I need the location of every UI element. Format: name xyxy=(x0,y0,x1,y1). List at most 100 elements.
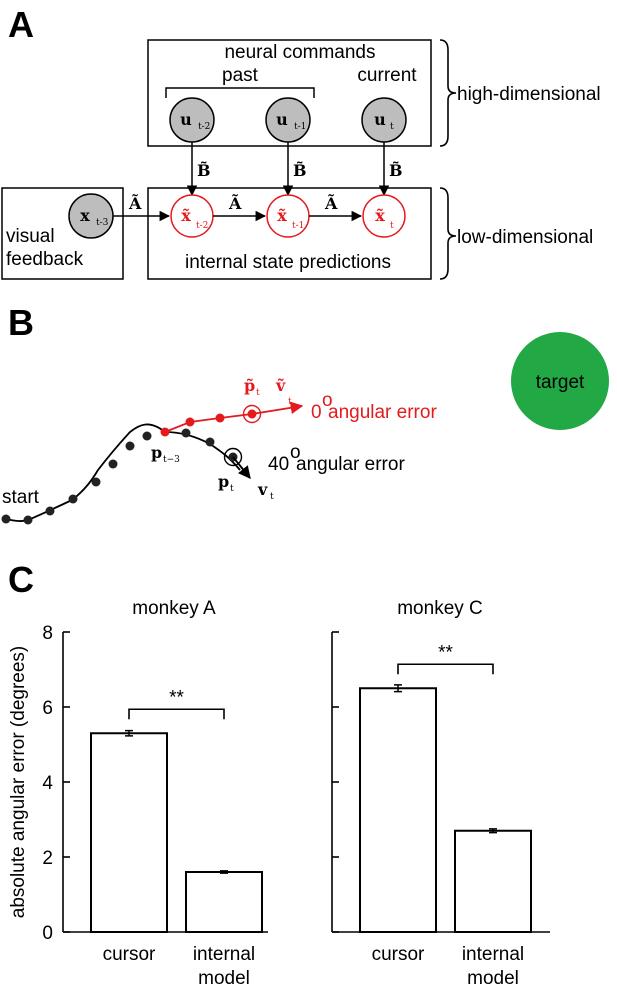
x-tick-label: internal xyxy=(193,944,255,965)
significance-stars: ** xyxy=(438,642,453,663)
p-t-3-sub: t−3 xyxy=(163,455,180,465)
zero-error-degree: o xyxy=(322,390,333,411)
current-label: current xyxy=(357,65,417,86)
target-label: target xyxy=(536,372,585,393)
panel-letter-a: A xyxy=(8,4,34,45)
bar xyxy=(454,829,532,933)
brace-low xyxy=(439,187,457,280)
y-axis-label: absolute angular error (degrees) xyxy=(8,646,29,919)
matrix-b-1: B̃ xyxy=(197,161,211,180)
v-t-sub: t xyxy=(270,492,274,502)
trajectory-dot xyxy=(142,431,152,441)
trajectory-dot xyxy=(125,441,135,451)
high-dim-label: high-dimensional xyxy=(457,84,601,105)
trajectory-dot xyxy=(45,506,55,516)
p-tilde-symbol: p̃ xyxy=(244,376,255,395)
matrix-b-3: B̃ xyxy=(389,161,403,180)
velocity-arrow xyxy=(232,456,251,479)
node-xt-t: x̃ t xyxy=(362,194,406,238)
trajectory-dot xyxy=(205,437,215,447)
node-x-t-3: x t-3 xyxy=(68,193,114,239)
brace-high xyxy=(439,39,457,147)
p-t-3-symbol: p xyxy=(151,443,162,462)
trajectory-dot xyxy=(68,494,78,504)
trajectory-dot xyxy=(1,514,11,524)
trajectory-path xyxy=(5,423,241,522)
y-tick-label: 0 xyxy=(42,923,53,944)
trajectory-dots xyxy=(1,428,238,525)
node-u-t-symbol: u xyxy=(374,110,386,129)
internal-state-box xyxy=(147,187,432,280)
y-tick-label: 8 xyxy=(42,623,53,644)
node-xt-t-sub: t xyxy=(390,221,394,231)
forty-error-text: angular error xyxy=(296,454,405,475)
v-t-symbol: v xyxy=(257,480,268,499)
matrix-b-2: B̃ xyxy=(293,161,307,180)
v-tilde-sub: t xyxy=(288,397,292,407)
trajectory-dot xyxy=(181,428,191,438)
node-u-t-1: u t-1 xyxy=(265,97,311,143)
past-bracket xyxy=(165,87,315,98)
node-u-t-1-symbol: u xyxy=(276,110,288,129)
node-x-symbol: x xyxy=(80,206,90,225)
feedback-label: feedback xyxy=(6,249,84,270)
matrix-a-2: Ã xyxy=(228,192,242,213)
x-tick-label: model xyxy=(198,968,250,989)
current-position-ring xyxy=(223,447,243,467)
low-dim-label: low-dimensional xyxy=(457,227,593,248)
past-label: past xyxy=(222,65,259,86)
matrix-a-1: Ã xyxy=(128,192,142,213)
significance-stars: ** xyxy=(169,687,184,708)
visual-label: visual xyxy=(6,226,55,247)
bar xyxy=(359,687,437,933)
node-xt-t-symbol: x̃ xyxy=(375,206,385,225)
bar xyxy=(90,732,168,933)
node-xt-t-2-sub: t-2 xyxy=(196,221,208,231)
neural-commands-label: neural commands xyxy=(224,42,375,63)
prediction-path xyxy=(164,413,253,433)
p-tilde-sub: t xyxy=(256,388,260,398)
prediction-dot xyxy=(185,417,195,427)
y-tick-label: 4 xyxy=(42,773,53,794)
x-tick-label: internal xyxy=(462,944,524,965)
predicted-position-ring xyxy=(242,404,262,424)
node-xt-t-2: x̃ t-2 xyxy=(170,194,214,238)
forty-error-degree: o xyxy=(290,442,301,463)
neural-commands-box xyxy=(147,39,432,147)
panel-letter-b: B xyxy=(8,302,34,343)
internal-state-label: internal state predictions xyxy=(185,252,391,273)
x-tick-label: cursor xyxy=(372,944,425,965)
node-u-t: u t xyxy=(361,97,407,143)
prediction-dot xyxy=(160,427,170,437)
node-xt-t-1-sub: t-1 xyxy=(292,221,304,231)
y-tick-label: 6 xyxy=(42,698,53,719)
x-tick-label: model xyxy=(467,968,519,989)
zero-error-value: 0 xyxy=(311,402,322,423)
x-tick-label: cursor xyxy=(103,944,156,965)
node-xt-t-1-symbol: x̃ xyxy=(277,206,287,225)
panel-letter-c: C xyxy=(8,559,34,600)
v-tilde-symbol: ṽ xyxy=(275,376,286,395)
significance-bracket xyxy=(397,663,494,675)
chart-title: monkey C xyxy=(397,598,483,619)
bar xyxy=(185,871,263,933)
target-circle xyxy=(511,332,609,430)
start-label: start xyxy=(2,487,40,508)
node-xt-t-2-symbol: x̃ xyxy=(181,206,191,225)
predicted-velocity-arrow xyxy=(251,401,304,415)
matrix-a-3: Ã xyxy=(324,192,338,213)
visual-feedback-box xyxy=(1,187,124,280)
node-x-sub: t-3 xyxy=(96,218,109,228)
significance-bracket xyxy=(128,708,225,720)
node-xt-t-1: x̃ t-1 xyxy=(266,194,310,238)
prediction-dot xyxy=(215,413,225,423)
y-tick-label: 2 xyxy=(42,848,53,869)
node-u-t-2-symbol: u xyxy=(180,110,192,129)
node-u-t-1-sub: t-1 xyxy=(294,122,306,132)
forty-error-value: 40 xyxy=(268,454,289,475)
trajectory-dot xyxy=(91,477,101,487)
p-t-sub: t xyxy=(230,484,234,494)
